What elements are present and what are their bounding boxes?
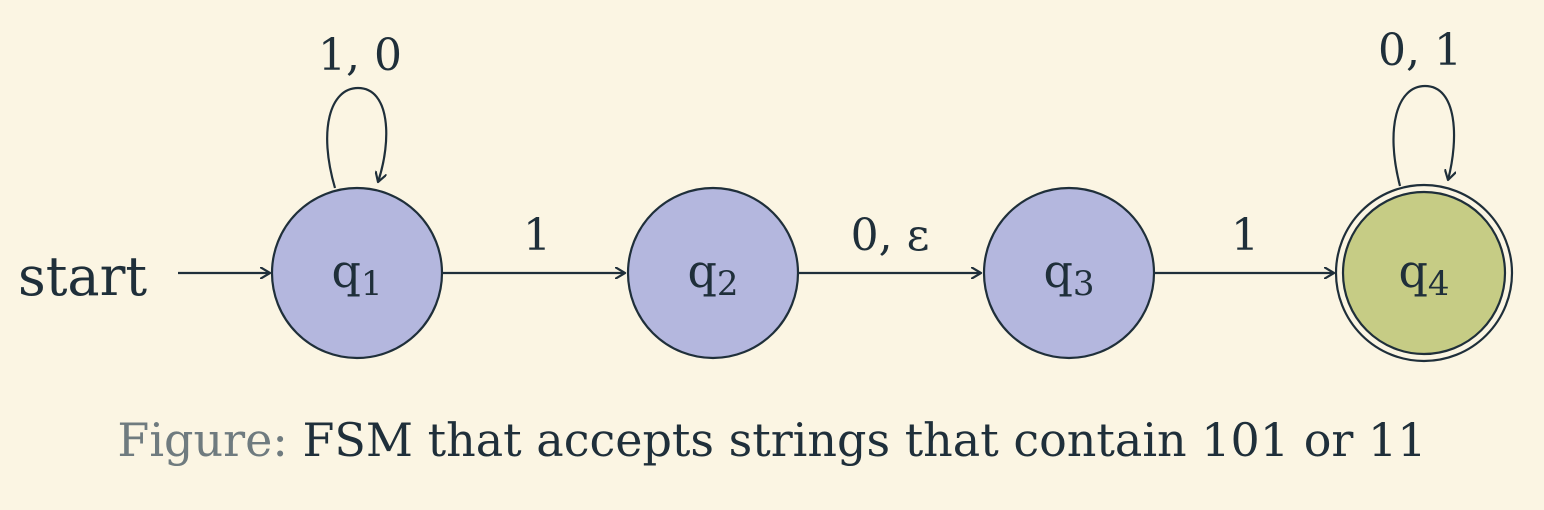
state-q4-outer-ring xyxy=(1334,183,1514,363)
self-loop-q4 xyxy=(1392,84,1454,187)
state-q4: q4 xyxy=(1334,183,1514,363)
start-label: start xyxy=(18,245,147,308)
state-q2: q2 xyxy=(626,186,800,360)
caption-prefix: Figure: xyxy=(117,413,288,467)
transition-label-q3-q4: 1 xyxy=(1231,210,1259,261)
state-q2-circle xyxy=(626,186,800,360)
state-q1-circle xyxy=(270,186,444,360)
transition-label-q1-q1: 1, 0 xyxy=(318,30,402,81)
transition-label-q2-q3: 0, ε xyxy=(851,210,930,261)
state-q2-label: q2 xyxy=(687,244,738,304)
state-q1-label: q1 xyxy=(331,244,382,304)
state-q1: q1 xyxy=(270,186,444,360)
state-q3-circle xyxy=(982,186,1156,360)
transition-label-q4-q4: 0, 1 xyxy=(1378,25,1462,76)
state-q4-circle xyxy=(1341,190,1507,356)
state-q3-label: q3 xyxy=(1043,244,1094,304)
transition-label-q1-q2: 1 xyxy=(523,210,551,261)
state-q3: q3 xyxy=(982,186,1156,360)
caption-text: FSM that accepts strings that contain 10… xyxy=(302,413,1427,467)
state-q4-label: q4 xyxy=(1398,244,1449,304)
figure-caption: Figure: FSM that accepts strings that co… xyxy=(0,410,1544,470)
self-loop-q1 xyxy=(326,86,388,189)
